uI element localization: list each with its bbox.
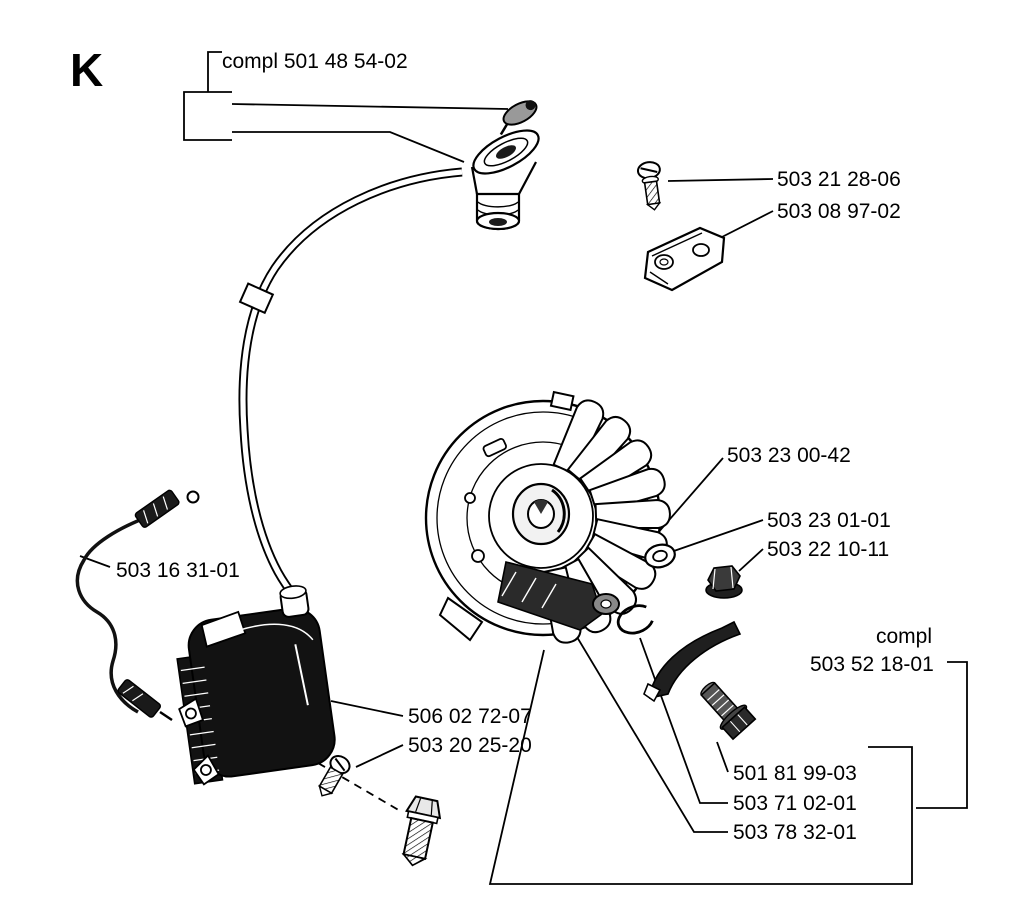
part-label-washer: 503 23 01-01 [767,509,891,532]
bracket-group-flywheel [488,649,913,885]
part-label-flange-nut: 503 22 10-11 [767,538,889,561]
part-label-module-bracket: 503 08 97-02 [777,200,901,223]
leader-bolt [716,741,729,773]
flywheel-hole-2 [464,492,476,504]
leader-lead-terminal [231,103,509,110]
crankshaft-stub [592,593,620,615]
leader-nut [738,548,764,572]
leader-bracket [719,210,774,239]
leader-pawl [567,621,728,833]
part-label-pawl-spring: 503 71 02-01 [733,792,857,815]
leader-washer [670,519,764,553]
bracket-top-left [207,51,222,92]
starter-pawl-part [643,620,742,703]
part-label-screw-ignition-module: 503 20 25-20 [408,734,532,757]
part-label-compl-word: compl [876,625,932,648]
module-pan-screw [318,755,351,797]
leader-module-screw [355,744,404,768]
module-hex-bolt [401,795,442,867]
flywheel-magnet [497,561,603,631]
ignition-ht-lead [238,167,463,610]
leader-screw-bracket [667,178,774,182]
part-label-flywheel-key: 503 23 00-42 [727,444,851,467]
ignition-module-part [176,585,336,786]
leader-plug-cap [232,131,465,163]
leader-module [330,700,404,717]
spark-plug-terminal [499,100,538,136]
part-label-flywheel-complete: 503 52 18-01 [810,653,934,676]
flywheel-hub [488,463,594,569]
ht-lead-inner [240,169,463,609]
spark-plug-cap [470,129,540,231]
part-label-ignition-module: 506 02 72-07 [408,705,532,728]
part-label-ignition-lead-complete: compl 501 48 54-02 [222,50,408,73]
pawl-bolt [700,681,757,741]
circlip-part [616,604,654,635]
module-bracket-part [643,226,726,292]
part-label-short-circuit-wire: 503 16 31-01 [116,559,240,582]
part-label-bolt-pawl: 501 81 99-03 [733,762,857,785]
flywheel-hole-1 [471,549,485,563]
part-label-starter-pawl: 503 78 32-01 [733,821,857,844]
part-label-screw-module-bracket: 503 21 28-06 [777,168,901,191]
short-circuit-wire-part [75,489,200,722]
ht-lead-sleeve [238,282,275,315]
flange-nut-part [705,565,743,599]
washer-part [644,543,676,569]
bracket-top-left-box [183,91,232,141]
flywheel-rim-notch [438,596,484,642]
flywheel [424,390,671,644]
bracket-screw [636,161,662,211]
flywheel-slot [482,438,507,458]
assembly-axis-dashed [305,755,403,813]
flywheel-top-lug [549,390,575,412]
section-letter: K [70,44,103,96]
bracket-compl-right [916,661,968,809]
